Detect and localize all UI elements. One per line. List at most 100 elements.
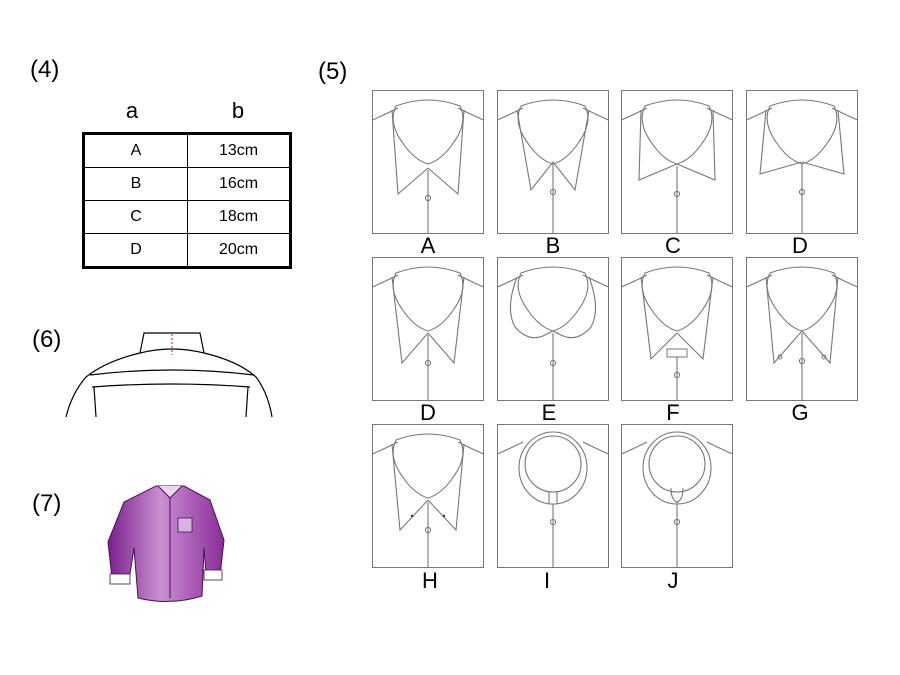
collar-panel-regular	[372, 90, 484, 234]
pinhole-dot-icon	[442, 514, 446, 518]
collar-panel-tab	[621, 257, 733, 401]
collar-drawing	[497, 424, 609, 568]
neckline-line	[517, 99, 589, 165]
purple-shirt-illustration	[107, 485, 225, 603]
collar-panel-band	[497, 424, 609, 568]
collar-left-edge-line	[638, 109, 678, 181]
table-row: A 13cm	[83, 133, 291, 168]
neckline-line	[517, 266, 589, 332]
collar-left-edge-line	[759, 109, 803, 175]
collar-letter: C	[665, 233, 681, 258]
table-cell: 16cm	[187, 167, 291, 201]
size-table: A 13cm B 16cm C 18cm D 20cm	[82, 132, 292, 269]
shoulder-right-line	[457, 274, 484, 288]
shoulder-right-line	[582, 274, 609, 288]
collar-left-edge-line	[509, 276, 554, 339]
collar-panel-narrow-point	[497, 90, 609, 234]
collar-letter: I	[543, 568, 551, 593]
collar-letter: B	[545, 233, 561, 258]
shoulder-right-line	[831, 107, 858, 121]
neckline-line	[641, 266, 713, 332]
shoulder-right-line	[457, 107, 484, 121]
neckline-line	[392, 266, 464, 332]
collar-left-edge-line	[391, 443, 429, 532]
shoulder-left-line	[621, 107, 648, 121]
section-6-label: (6)	[32, 326, 62, 353]
shoulder-left-line	[372, 107, 399, 121]
collar-drawing	[372, 257, 484, 401]
button-icon	[424, 359, 432, 367]
collar-drawing	[621, 257, 733, 401]
collar-right-edge-line	[552, 276, 597, 339]
button-icon	[798, 188, 806, 196]
neckline-line	[766, 99, 838, 165]
neckline-inner-line	[648, 435, 706, 493]
table-header-a: a	[125, 98, 139, 123]
collar-right-edge-line	[427, 443, 465, 532]
shoulder-right-line	[706, 441, 733, 455]
back-collar-sketch	[65, 332, 273, 418]
collar-left-edge-line	[640, 276, 678, 361]
shoulder-left-line	[497, 441, 524, 455]
collar-right-edge-line	[801, 109, 845, 175]
pinhole-dot-icon	[410, 514, 414, 518]
section-4-label: (4)	[30, 56, 60, 83]
table-row: C 18cm	[83, 200, 291, 234]
table-header-b: b	[231, 98, 245, 123]
shoulder-right-line	[706, 107, 733, 121]
neckline-line	[392, 433, 464, 499]
collar-left-edge-line	[516, 109, 554, 192]
button-icon	[424, 194, 432, 202]
shoulder-left-line	[746, 274, 773, 288]
collar-button-icon	[777, 354, 783, 360]
collar-letter: G	[791, 400, 809, 425]
collar-drawing	[372, 90, 484, 234]
section-7-label: (7)	[32, 490, 62, 517]
shoulder-left-line	[621, 441, 648, 455]
shoulder-left-line	[372, 441, 399, 455]
button-icon	[424, 526, 432, 534]
collar-drawing	[372, 424, 484, 568]
table-row: B 16cm	[83, 167, 291, 201]
collar-drawing	[621, 90, 733, 234]
shoulder-right-line	[831, 274, 858, 288]
collar-letter: E	[541, 400, 557, 425]
table-cell: B	[83, 167, 188, 201]
button-icon	[673, 371, 681, 379]
button-icon	[673, 190, 681, 198]
collar-panel-pinhole	[372, 424, 484, 568]
collar-panel-button-down	[746, 257, 858, 401]
shoulder-left-line	[497, 274, 524, 288]
collar-left-edge-line	[765, 276, 803, 365]
button-icon	[549, 518, 557, 526]
collar-right-edge-line	[552, 109, 590, 192]
table-cell: D	[83, 233, 188, 268]
shoulder-right-line	[582, 107, 609, 121]
neckline-line	[641, 99, 713, 165]
collar-drawing	[621, 424, 733, 568]
collar-button-icon	[821, 354, 827, 360]
shoulder-left-line	[746, 107, 773, 121]
collar-drawing	[746, 90, 858, 234]
collar-right-edge-line	[676, 276, 714, 361]
collar-drawing	[497, 90, 609, 234]
button-icon	[549, 359, 557, 367]
shoulder-left-line	[497, 107, 524, 121]
collar-letter: J	[667, 568, 679, 593]
table-cell: C	[83, 200, 188, 234]
collar-right-edge-line	[801, 276, 839, 365]
table-cell: 20cm	[187, 233, 291, 268]
table-cell: A	[83, 133, 188, 168]
collar-letter: F	[666, 400, 680, 425]
collar-panel-band-open	[621, 424, 733, 568]
collar-right-edge-line	[427, 109, 465, 196]
neckline-inner-line	[524, 435, 582, 493]
neckline-line	[766, 266, 838, 332]
table-cell: 18cm	[187, 200, 291, 234]
collar-drawing	[746, 257, 858, 401]
shoulder-right-line	[706, 274, 733, 288]
neckline-line	[392, 99, 464, 165]
table-row: D 20cm	[83, 233, 291, 268]
button-icon	[549, 188, 557, 196]
collar-panel-round	[497, 257, 609, 401]
